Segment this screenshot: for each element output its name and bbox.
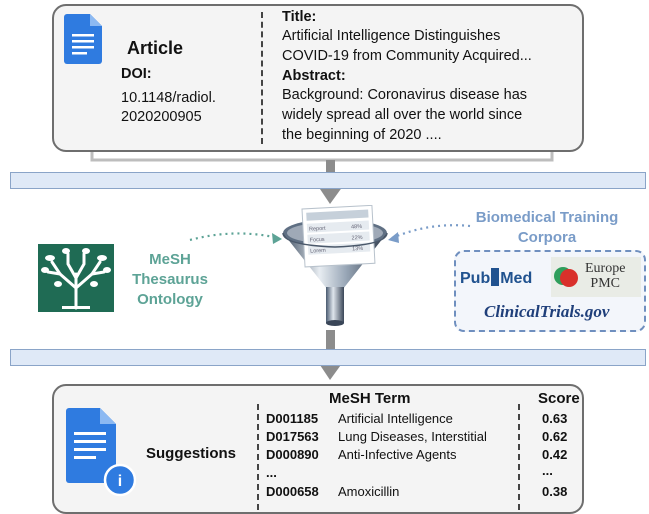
title-label: Title: [282, 9, 317, 25]
article-divider [261, 12, 263, 144]
mesh-id: D000890 [266, 447, 319, 462]
europepmc-line2: PMC [590, 276, 620, 291]
suggestions-divider-right [518, 404, 520, 510]
abstract-label: Abstract: [282, 68, 346, 84]
mesh-id: ... [266, 465, 277, 480]
header-score: Score [538, 390, 580, 407]
mesh-source-line2: Thesaurus [132, 271, 208, 288]
clinicaltrials-logo: ClinicalTrials.gov [484, 302, 610, 321]
table-row: ... [266, 464, 338, 481]
mesh-id: D017563 [266, 429, 319, 444]
funnel-row-value-3: 13% [352, 246, 363, 253]
corpora-title-line2: Corpora [517, 229, 577, 246]
funnel-row-label-3: Lorem [310, 248, 326, 255]
mesh-term: Amoxicillin [338, 484, 400, 499]
doi-label: DOI: [121, 66, 152, 82]
doi-value-line1: 10.1148/radiol. [121, 90, 216, 106]
mesh-term: Lung Diseases, Interstitial [338, 429, 487, 444]
table-row: D001185 Artificial Intelligence [266, 410, 453, 427]
pubmed-logo: Pub Med [460, 268, 532, 288]
score-value: 0.38 [542, 484, 568, 499]
document-icon [64, 14, 102, 64]
corpora-title-line1: Biomedical Training [475, 209, 619, 226]
europepmc-leaf-icon [554, 267, 578, 287]
info-glyph: i [118, 473, 122, 490]
table-row: D000658 Amoxicillin [266, 483, 399, 500]
pubmed-logo-med: Med [500, 270, 533, 287]
title-line2: COVID-19 from Community Acquired... [282, 48, 532, 64]
mesh-source-label: MeSH Thesaurus Ontology [122, 250, 218, 310]
mesh-source-line3: Ontology [137, 291, 203, 308]
mesh-term: Artificial Intelligence [338, 411, 453, 426]
score-value: ... [542, 463, 553, 478]
corpora-panel: Pub Med Europe PMC ClinicalTrials.gov [454, 250, 646, 332]
article-label: Article [127, 38, 184, 58]
funnel-icon: Report 48% Focus 22% Lorem 13% [282, 205, 388, 326]
funnel-row-label-1: Report [309, 226, 326, 233]
suggestions-panel: i Suggestions MeSH Term Score D001185 Art… [52, 384, 584, 514]
mesh-id: D000658 [266, 484, 319, 499]
title-line1: Artificial Intelligence Distinguishes [282, 28, 501, 44]
corpora-title: Biomedical Training Corpora [452, 208, 642, 248]
article-panel: Article DOI: 10.1148/radiol. 2020200905 … [52, 4, 584, 152]
score-value: 0.63 [542, 411, 568, 426]
funnel-row-value-2: 22% [351, 235, 362, 242]
header-mesh-term: MeSH Term [329, 390, 411, 407]
europepmc-text: Europe PMC [585, 261, 625, 291]
table-row: D000890 Anti-Infective Agents [266, 446, 457, 463]
pipeline-band-top [10, 172, 646, 189]
score-value: 0.42 [542, 447, 568, 462]
pipeline-band-bottom [10, 349, 646, 366]
funnel-row-value-1: 48% [351, 224, 362, 231]
suggestions-divider-left [257, 404, 259, 510]
doi-value-line2: 2020200905 [121, 109, 202, 125]
document-info-icon: i [66, 408, 136, 497]
suggestions-label: Suggestions [146, 445, 237, 462]
score-value: 0.62 [542, 429, 568, 444]
europepmc-line1: Europe [585, 261, 626, 276]
europepmc-logo: Europe PMC [551, 257, 641, 297]
abstract-line2: widely spread all over the world since [282, 107, 523, 123]
funnel-row-label-2: Focus [310, 237, 326, 244]
abstract-line3: the beginning of 2020 .... [282, 127, 442, 143]
mesh-tree-icon [38, 244, 114, 312]
mesh-term: Anti-Infective Agents [338, 447, 457, 462]
abstract-line1: Background: Coronavirus disease has [282, 87, 528, 103]
table-row: D017563 Lung Diseases, Interstitial [266, 428, 487, 445]
mesh-source-line1: MeSH [149, 251, 191, 268]
mesh-id: D001185 [266, 411, 319, 426]
pubmed-logo-pub: Pub [460, 270, 491, 287]
